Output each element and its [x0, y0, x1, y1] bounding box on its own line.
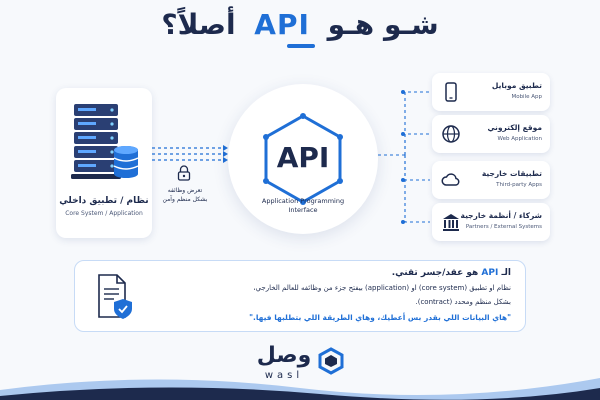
- connector-lines: [152, 90, 430, 224]
- lock-icon: [177, 165, 191, 181]
- bottom-wave-decoration: [0, 378, 600, 400]
- consumer-subtitle: Partners / External Systems: [465, 224, 542, 230]
- definition-line-2: نظام او تطبيق (core system) او (applicat…: [253, 284, 511, 292]
- definition-heading: الـ API هو عقد/جسر تقني.: [392, 268, 511, 278]
- bank-building-icon: [443, 214, 459, 231]
- consumer-title: تطبيق موبايل: [491, 81, 542, 90]
- definition-api: API: [481, 268, 499, 278]
- title-underline: [287, 44, 315, 48]
- consumer-title: تطبيقات خارجية: [481, 169, 542, 178]
- core-system-subtitle: Core System / Application: [65, 210, 143, 217]
- connector-caption: تعرض وظائفه بشكل منظم وآمن: [150, 186, 220, 204]
- consumer-title: شركاء / أنظمة خارجية: [460, 211, 542, 220]
- consumer-subtitle: Web Application: [497, 136, 542, 142]
- definition-prefix: الـ: [501, 268, 511, 278]
- api-subtitle-line2: Interface: [288, 206, 318, 214]
- consumer-card-mobile: تطبيق موبايل Mobile App: [432, 73, 550, 111]
- consumer-subtitle: Third-party Apps: [496, 182, 542, 188]
- core-system-title: نظام / تطبيق داخلي: [59, 196, 149, 206]
- title-part-1: شـو هـو: [327, 8, 439, 41]
- consumer-subtitle: Mobile App: [511, 94, 542, 100]
- api-label: API: [276, 141, 330, 174]
- consumer-card-third-party: تطبيقات خارجية Third-party Apps: [432, 161, 550, 199]
- connector-caption-line1: تعرض وظائفه: [167, 187, 203, 194]
- consumer-card-web: موقع إلكتروني Web Application: [432, 115, 550, 153]
- brand-name-ar: وصل: [256, 343, 312, 368]
- globe-icon: [442, 125, 460, 143]
- connector-caption-line2: بشكل منظم وآمن: [162, 196, 208, 203]
- mobile-phone-icon: [445, 82, 457, 102]
- consumer-card-partners: شركاء / أنظمة خارجية Partners / External…: [432, 203, 550, 241]
- server-database-icon: [71, 104, 139, 179]
- core-system-card: نظام / تطبيق داخلي Core System / Applica…: [56, 88, 152, 238]
- api-subtitle-line1: Application Programming: [261, 197, 345, 205]
- api-hexagon-icon: [263, 113, 343, 205]
- cloud-icon: [441, 173, 460, 186]
- title-part-2: أصلاً؟: [161, 8, 236, 41]
- definition-line-3: بشكل منظم ومحدد (contract).: [415, 298, 511, 306]
- page-title: شـو هـو API أصلاً؟: [0, 8, 600, 41]
- wasl-hexagon-logo: [318, 347, 344, 375]
- api-subtitle: Application Programming Interface: [243, 197, 363, 215]
- brand-name-en: wasl: [264, 370, 304, 381]
- definition-rest: هو عقد/جسر تقني.: [391, 268, 479, 278]
- consumer-title: موقع إلكتروني: [487, 123, 542, 132]
- document-shield-icon: [98, 274, 132, 319]
- title-api: API: [254, 8, 310, 41]
- api-circle: [228, 84, 378, 234]
- definition-box: الـ API هو عقد/جسر تقني. نظام او تطبيق (…: [74, 260, 526, 332]
- definition-quote: "هاي البيانات اللي بقدر بس أعطيك، وهاي ا…: [249, 313, 511, 322]
